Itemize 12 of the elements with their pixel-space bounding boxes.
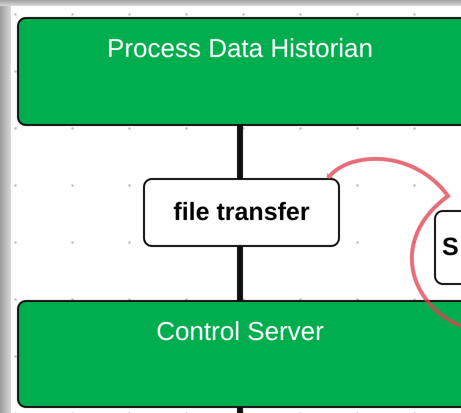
node-label: Process Data Historian xyxy=(107,33,373,64)
process-box xyxy=(17,17,461,126)
node-label: file transfer xyxy=(173,198,310,227)
connector-line xyxy=(237,408,243,413)
node-label: Control Server xyxy=(156,316,324,347)
hand-drawn-arrow xyxy=(326,156,461,328)
process-box xyxy=(434,210,461,285)
process-box xyxy=(17,300,461,408)
connector-line xyxy=(237,126,243,178)
connector-line xyxy=(237,247,243,300)
node-label: S xyxy=(442,233,459,262)
label-box xyxy=(143,178,340,247)
